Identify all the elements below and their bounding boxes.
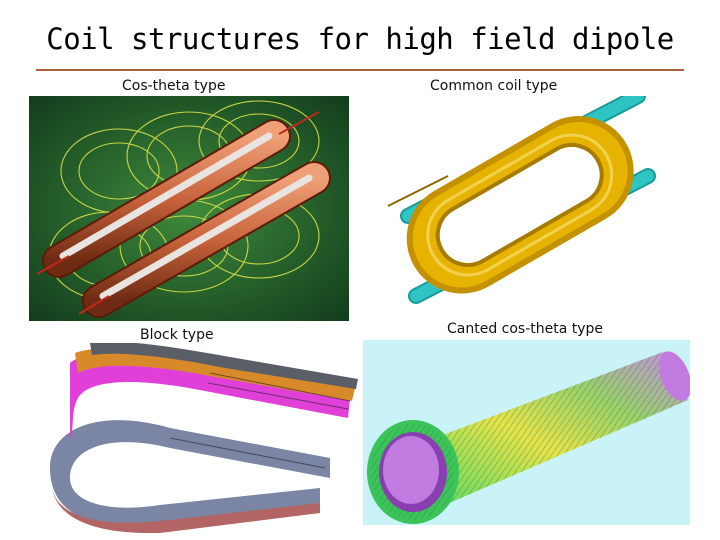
caption-block: Block type	[140, 327, 214, 343]
caption-common-coil: Common coil type	[430, 78, 558, 94]
title-underline	[36, 69, 684, 71]
block-coil-image	[30, 343, 358, 533]
common-coil-image	[368, 96, 660, 306]
cos-theta-coil-image	[29, 96, 349, 321]
caption-cos-theta: Cos-theta type	[122, 78, 226, 94]
caption-canted-cos-theta: Canted cos-theta type	[447, 321, 604, 337]
slide-title: Coil structures for high field dipole	[46, 22, 674, 56]
canted-cos-theta-coil-image	[363, 340, 690, 525]
